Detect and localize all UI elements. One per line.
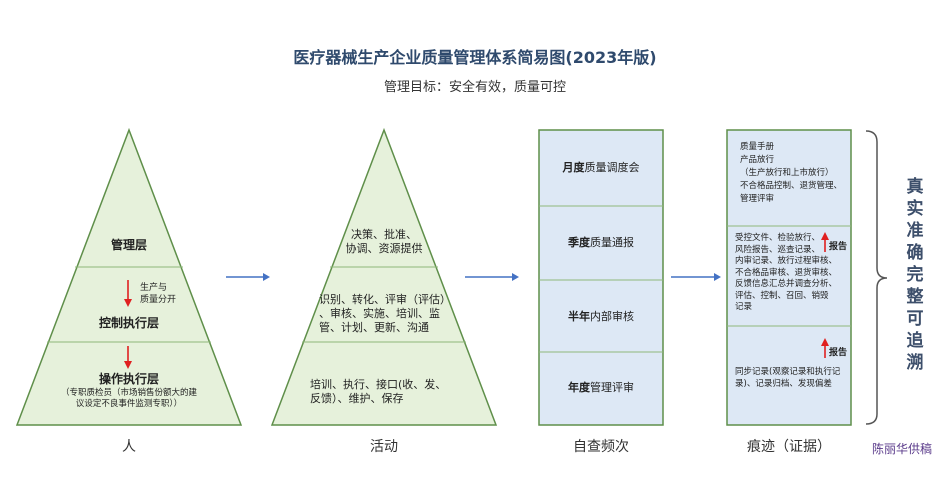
evidence-mid-text: 受控文件、检验放行、 风险报告、巡查记录、 内审记录、放行过程审核、 不合格品审… — [735, 233, 838, 312]
red-up-arrow-2 — [821, 338, 829, 358]
evidence-top-text: 质量手册 产品放行 （生产放行和上市放行） 不合格品控制、退货管理、 管理评审 — [740, 142, 843, 204]
evidence-box — [726, 129, 852, 426]
people-sep-note: 生产与 质量分开 — [140, 283, 177, 305]
frequency-item-monthly: 月度质量调度会 — [562, 161, 640, 174]
frequency-item-quarterly: 季度质量通报 — [568, 236, 634, 249]
people-operate-note: （专职质检员（市场销售份额大的建 议设定不良事件监测专职）） — [60, 388, 197, 409]
activity-mid-text: 识别、转化、评审（评估） 、审核、实施、培训、监 管、计划、更新、沟通 — [319, 293, 451, 334]
evidence-report-label-1: 报告 — [829, 242, 848, 252]
caption-people: 人 — [122, 439, 136, 455]
evidence-report-label-2: 报告 — [829, 348, 848, 358]
author-credit: 陈丽华供稿 — [872, 442, 933, 456]
frequency-box — [538, 129, 664, 426]
frequency-item-halfyear: 半年内部审核 — [568, 310, 634, 323]
vertical-slogan: 真实准确完整可追溯 — [906, 177, 924, 373]
red-up-arrow-1 — [821, 232, 829, 252]
activity-triangle — [270, 127, 498, 426]
caption-activity: 活动 — [370, 439, 398, 455]
activity-bottom-text: 培训、执行、接口(收、发、 反馈）、维护、保存 — [310, 378, 447, 405]
curly-brace — [865, 130, 888, 425]
people-mgmt-label: 管理层 — [110, 238, 147, 252]
red-down-arrow-1 — [124, 280, 132, 307]
activity-top-text: 决策、批准、 协调、资源提供 — [345, 228, 423, 255]
people-control-label: 控制执行层 — [98, 316, 159, 330]
red-down-arrow-2 — [124, 346, 132, 369]
frequency-item-annual: 年度管理评审 — [568, 381, 634, 394]
people-triangle — [15, 127, 243, 426]
page-subtitle: 管理目标：安全有效，质量可控 — [383, 80, 566, 95]
evidence-bottom-text: 同步记录(观察记录和执行记 录)、记录归档、发现偏差 — [735, 367, 841, 389]
arrow-3 — [671, 273, 721, 281]
arrow-2 — [465, 273, 519, 281]
caption-frequency: 自查频次 — [573, 439, 629, 455]
page-title: 医疗器械生产企业质量管理体系简易图(2023年版) — [293, 48, 657, 67]
arrow-1 — [226, 273, 270, 281]
caption-evidence: 痕迹（证据） — [747, 439, 831, 455]
people-operate-label: 操作执行层 — [98, 372, 159, 386]
